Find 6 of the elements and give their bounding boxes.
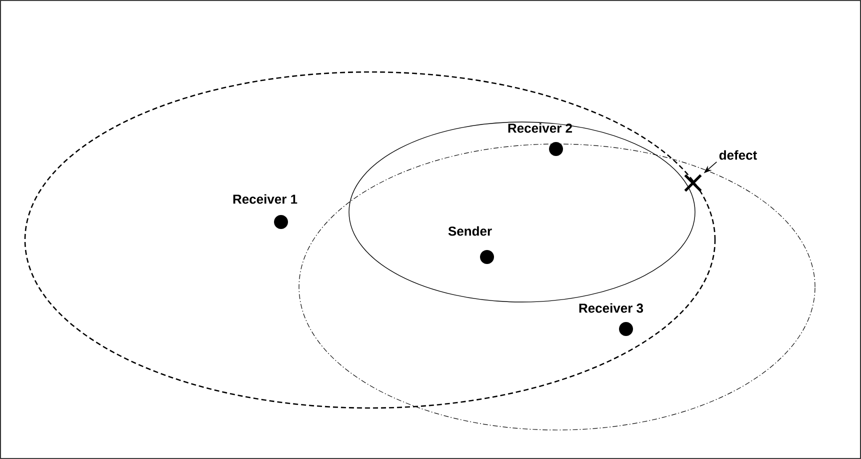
point-label: Receiver 1 bbox=[233, 194, 298, 204]
defect-cross bbox=[684, 174, 702, 192]
defect-label: defect bbox=[719, 150, 757, 160]
point-label: Sender bbox=[448, 226, 492, 236]
point-label: Receiver 2 bbox=[508, 123, 572, 133]
point-label: Receiver 3 bbox=[579, 303, 644, 313]
